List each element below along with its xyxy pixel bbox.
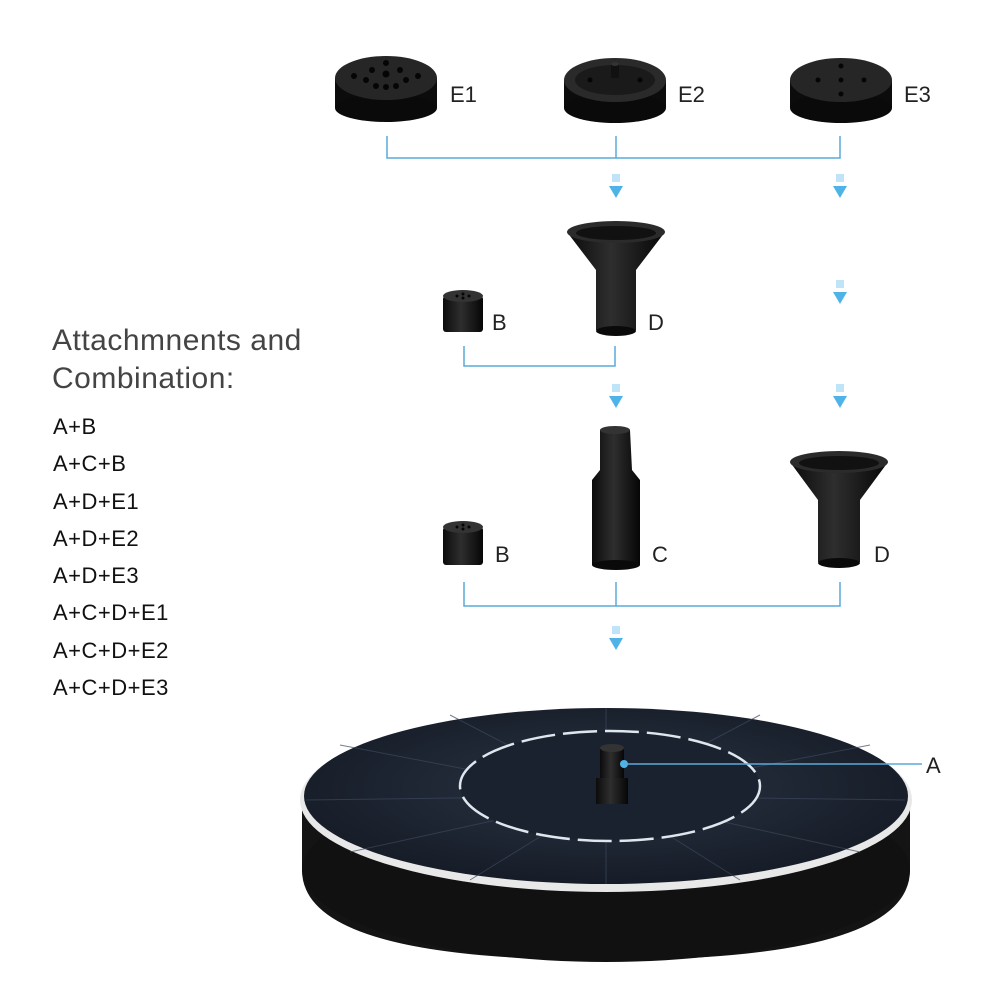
label-b-bottom: B — [495, 542, 510, 567]
combination-item: A+C+B — [53, 451, 127, 477]
combination-item: A+D+E3 — [53, 563, 140, 589]
connector-lower-row — [463, 582, 841, 607]
arrow-e-to-d — [609, 174, 623, 198]
combination-item: A+D+E2 — [53, 525, 140, 551]
part-b-top — [443, 290, 483, 332]
label-e3: E3 — [904, 82, 931, 107]
label-d-right: D — [874, 542, 890, 567]
attachments-heading: Attachmnents and Combination: — [52, 322, 302, 398]
label-b-top: B — [492, 310, 507, 335]
arrow-to-panel — [609, 626, 623, 650]
nozzle-e1 — [335, 56, 437, 122]
part-c — [592, 426, 640, 570]
heading-line-1: Attachmnents and — [52, 324, 302, 357]
combination-item: A+B — [53, 414, 97, 439]
arrow-e-to-right-1 — [833, 174, 847, 198]
connector-e-row — [386, 136, 841, 159]
part-b-bottom — [443, 521, 483, 565]
solar-fountain-base — [300, 708, 912, 962]
nozzle-e3 — [790, 58, 892, 123]
part-d-right — [790, 451, 888, 568]
arrow-e-to-right-2 — [833, 280, 847, 304]
combination-item: A+C+D+E2 — [53, 637, 169, 663]
label-e1: E1 — [450, 82, 477, 107]
label-c: C — [652, 542, 668, 567]
label-e2: E2 — [678, 82, 705, 107]
part-d-top — [567, 221, 665, 336]
combination-item: A+C+D+E3 — [53, 675, 169, 701]
connector-b-d — [463, 346, 616, 367]
heading-line-2: Combination: — [52, 362, 235, 395]
arrow-to-d-right — [833, 384, 847, 408]
label-a: A — [926, 753, 941, 778]
nozzle-e2 — [564, 58, 666, 123]
combination-item: A+C+D+E1 — [53, 600, 169, 626]
arrow-to-c — [609, 384, 623, 408]
combination-item: A+D+E1 — [53, 488, 140, 514]
label-d-top: D — [648, 310, 664, 335]
